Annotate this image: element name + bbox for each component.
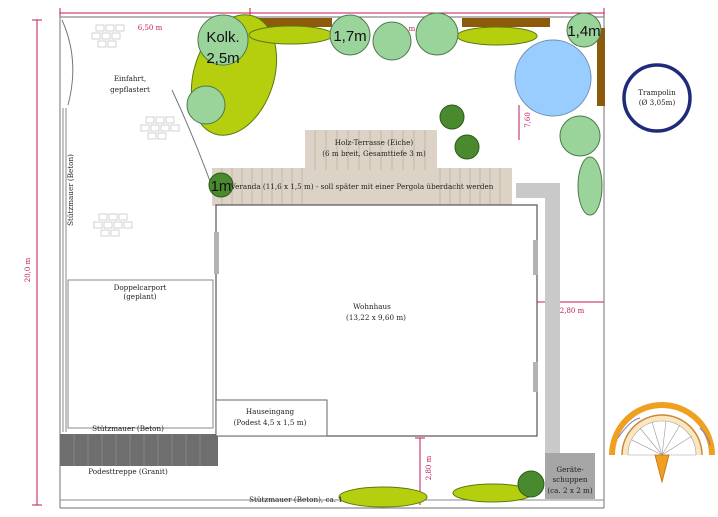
label-trampoline-1: Trampolin <box>638 88 676 97</box>
label-shed-1: Geräte- <box>556 465 584 474</box>
label-kolk-2: 2,5m <box>206 50 239 67</box>
label-stairs: Podesttreppe (Granit) <box>88 467 168 476</box>
label-driveway-2: gepflastert <box>110 85 150 94</box>
dim-bottom-gap: 2,80 m <box>425 455 433 480</box>
dim-top-right: m <box>409 25 416 33</box>
conifer-2 <box>454 134 480 160</box>
label-tree-1-7m: 1,7m <box>333 28 366 45</box>
house-window-right-top <box>533 240 538 275</box>
label-retaining-wall-left: Stützmauer (Beton) <box>66 154 75 226</box>
tree-center-1 <box>372 21 412 61</box>
label-entrance-2: (Podest 4,5 x 1,5 m) <box>234 418 307 427</box>
label-carport-2: (geplant) <box>123 292 156 301</box>
trampoline-legend-ring <box>622 63 692 133</box>
label-retaining-wall-bottom: Stützmauer (Beton), ca. 1 <box>249 495 343 504</box>
label-trampoline-2: (Ø 3,05m) <box>639 98 676 107</box>
garden-shed <box>545 453 595 499</box>
tree-right-2 <box>577 156 603 216</box>
label-shed-2: schuppen <box>552 475 587 484</box>
dim-right-gap: 2,80 m <box>560 307 585 315</box>
tree-right-1 <box>559 115 601 157</box>
conifer-1 <box>439 104 465 130</box>
house-outline <box>215 204 538 437</box>
house-window-right-bottom <box>533 362 538 392</box>
carport-outline <box>67 279 214 429</box>
dim-total-height: 20,0 m <box>24 257 32 282</box>
granite-stairs <box>60 434 218 466</box>
label-tree-1m: 1m <box>211 178 232 195</box>
label-house-1: Wohnhaus <box>353 302 391 311</box>
wood-screen-3 <box>597 28 605 106</box>
conifer-bottom <box>517 470 545 498</box>
wood-screen-1 <box>252 18 332 27</box>
tree-1-7m <box>329 14 371 56</box>
tree-center-2 <box>415 12 459 56</box>
compass-rose <box>609 402 715 484</box>
trampoline-circle <box>514 39 592 117</box>
entrance-platform <box>215 399 328 437</box>
hedge-bottom-left <box>338 486 428 508</box>
label-shed-3: (ca. 2 x 2 m) <box>547 486 593 495</box>
label-veranda: Veranda (11,6 x 1,5 m) - soll später mit… <box>230 182 494 191</box>
label-driveway-1: Einfahrt, <box>114 74 146 83</box>
label-terrace-1: Holz-Terrasse (Eiche) <box>335 138 414 147</box>
dimension-lines <box>32 8 605 506</box>
wood-terrace <box>212 130 512 206</box>
wood-screen-2 <box>462 18 550 27</box>
tree-kolk-crown <box>197 14 249 66</box>
dim-right-top: 7,60 <box>524 112 532 128</box>
house-window-left <box>214 232 219 274</box>
gravel-path <box>516 183 560 453</box>
conifer-1m <box>208 172 234 198</box>
tree-1-4m <box>566 12 602 48</box>
paving-stones <box>91 24 180 237</box>
hedge-top-right <box>456 26 538 46</box>
label-retaining-wall-bottom-left: Stützmauer (Beton) <box>92 424 164 433</box>
label-tree-1-4m: 1,4m <box>567 23 600 40</box>
label-kolk-1: Kolk. <box>206 29 239 46</box>
label-entrance-1: Hauseingang <box>246 407 295 416</box>
label-terrace-2: (6 m breit, Gesamttiefe 3 m) <box>322 149 426 158</box>
property-boundary <box>59 16 605 509</box>
hedge-top-left <box>248 25 334 45</box>
dim-top-width: 6,50 m <box>138 24 163 32</box>
tree-small-left <box>186 85 226 125</box>
label-house-2: (13,22 x 9,60 m) <box>346 313 406 322</box>
label-carport-1: Doppelcarport <box>114 283 167 292</box>
